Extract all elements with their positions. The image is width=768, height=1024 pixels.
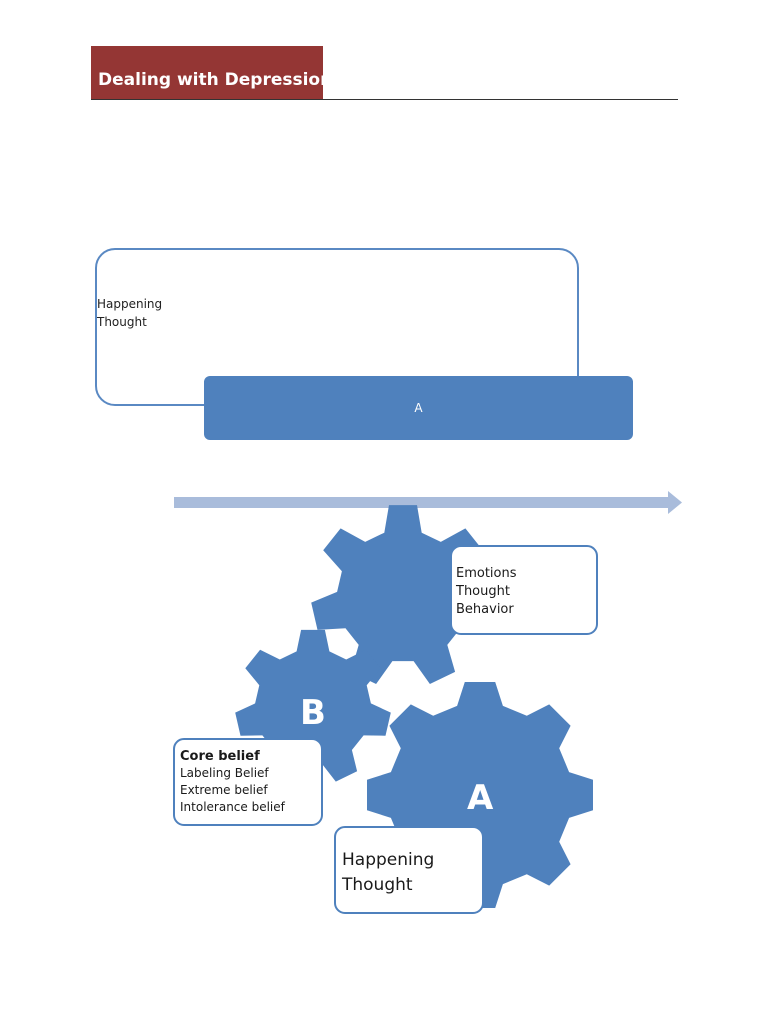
emotions-line: Emotions bbox=[456, 566, 517, 581]
happening-line: Happening bbox=[97, 297, 163, 311]
labeling-belief-line: Labeling Belief bbox=[180, 766, 269, 780]
happening-callout: Happening Thought bbox=[334, 826, 484, 914]
intolerance-belief-line: Intolerance belief bbox=[180, 800, 285, 814]
a-bar bbox=[204, 376, 633, 440]
emotions-callout: Emotions Thought Behavior bbox=[450, 545, 598, 635]
progress-arrow bbox=[174, 491, 682, 514]
happening-line: Happening bbox=[342, 850, 435, 870]
document-title: Dealing with Depression bbox=[98, 70, 333, 90]
behavior-line: Behavior bbox=[456, 602, 514, 617]
gear-top bbox=[311, 505, 495, 684]
thought-line: Thought bbox=[342, 875, 413, 895]
happening-thought-text: Happening Thought bbox=[97, 295, 162, 331]
arrow-head bbox=[668, 491, 682, 514]
arrow-shaft bbox=[174, 497, 670, 508]
header-rule bbox=[91, 99, 678, 100]
header-band bbox=[91, 46, 323, 100]
thought-line: Thought bbox=[97, 315, 147, 329]
core-belief-callout: Core belief Labeling Belief Extreme beli… bbox=[173, 738, 323, 826]
a-bar-label: A bbox=[414, 401, 423, 415]
gear-a-letter: A bbox=[467, 778, 494, 818]
core-belief-title: Core belief bbox=[180, 749, 260, 764]
thought-line: Thought bbox=[456, 584, 510, 599]
gear-b-letter: B bbox=[300, 693, 326, 733]
extreme-belief-line: Extreme belief bbox=[180, 783, 268, 797]
